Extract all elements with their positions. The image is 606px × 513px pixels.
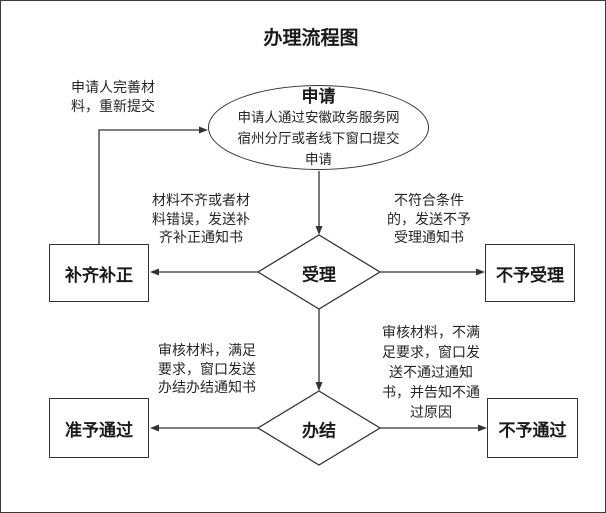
node-reject-pass: 不予通过 [487, 398, 578, 458]
edge-label-pass-notice: 审核材料，满足 要求，窗口发送 办结办结通知书 [158, 342, 256, 395]
node-complete-label: 办结 [302, 421, 336, 441]
edge-label-resubmit: 申请人完善材 料，重新提交 [71, 79, 155, 114]
page-title: 办理流程图 [263, 28, 359, 49]
node-apply-body: 申请人通过安徽政务服务网 宿州分厅或者线下窗口提交 申请 [237, 109, 400, 167]
node-accept-label: 受理 [302, 265, 336, 285]
node-supplement: 补齐补正 [49, 244, 149, 302]
complete-diamond-shape [256, 390, 382, 466]
node-approve-label: 准予通过 [65, 420, 133, 440]
node-reject-accept-label: 不予受理 [496, 265, 564, 285]
accept-diamond-shape [256, 234, 382, 310]
edge-label-fail-notice: 审核材料，不满 足要求，窗口发 送不通过通知 书，并告知不通 过原因 [382, 324, 480, 420]
node-supplement-label: 补齐补正 [65, 265, 133, 285]
node-reject-pass-label: 不予通过 [498, 420, 567, 440]
node-apply: 申请 申请人通过安徽政务服务网 宿州分厅或者线下窗口提交 申请 [208, 85, 429, 170]
node-apply-title: 申请 [301, 86, 336, 106]
edge-supplement-to-apply [98, 126, 208, 244]
node-approve: 准予通过 [49, 398, 149, 458]
node-reject-accept: 不予受理 [485, 244, 575, 302]
edge-label-reject-notice: 不符合条件 的，发送不予 受理通知书 [387, 192, 471, 245]
edge-label-supplement-notice: 材料不齐或者材 料错误，发送补 齐补正通知书 [152, 192, 250, 245]
